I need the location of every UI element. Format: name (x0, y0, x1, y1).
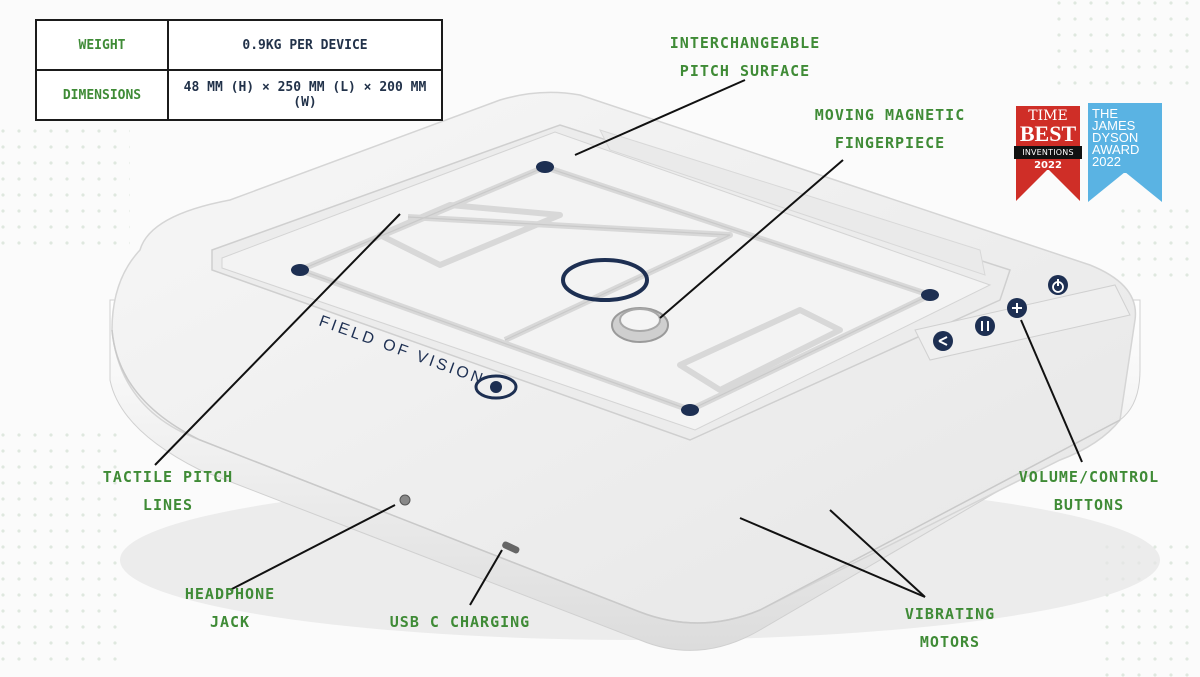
james-dyson-award-badge: THE JAMES DYSON AWARD 2022 (1088, 103, 1162, 203)
spec-key: Dimensions (35, 69, 169, 121)
label-pitch-surface: INTERCHANGEABLE PITCH SURFACE (669, 34, 821, 80)
label-tactile-lines: TACTILE PITCH LINES (102, 468, 234, 514)
brand-logo-icon (474, 374, 518, 400)
label-volume-buttons: VOLUME/CONTROL BUTTONS (1018, 468, 1160, 514)
table-row: Dimensions 48 mm (H) × 250 mm (L) × 200 … (35, 69, 443, 121)
label-headphone-jack: HEADPHONE JACK (184, 585, 276, 631)
spec-value: 0.9kg per device (167, 19, 443, 71)
time-best-inventions-badge: TIME BEST INVENTIONS 2022 (1014, 106, 1082, 203)
spec-value: 48 mm (H) × 250 mm (L) × 200 mm (W) (167, 69, 443, 121)
table-row: Weight 0.9kg per device (35, 19, 443, 71)
spec-table: Weight 0.9kg per device Dimensions 48 mm… (35, 19, 443, 121)
headphone-jack (399, 494, 411, 506)
spec-key: Weight (35, 19, 169, 71)
label-fingerpiece: MOVING MAGNETIC FINGERPIECE (814, 106, 966, 152)
label-vibrating-motors: VIBRATING MOTORS (904, 605, 996, 651)
usb-c-port (502, 541, 520, 554)
volume-down-icon (933, 331, 953, 351)
label-usb-charging: USB C CHARGING (389, 613, 531, 631)
pause-icon (975, 316, 995, 336)
control-buttons (933, 275, 1068, 351)
